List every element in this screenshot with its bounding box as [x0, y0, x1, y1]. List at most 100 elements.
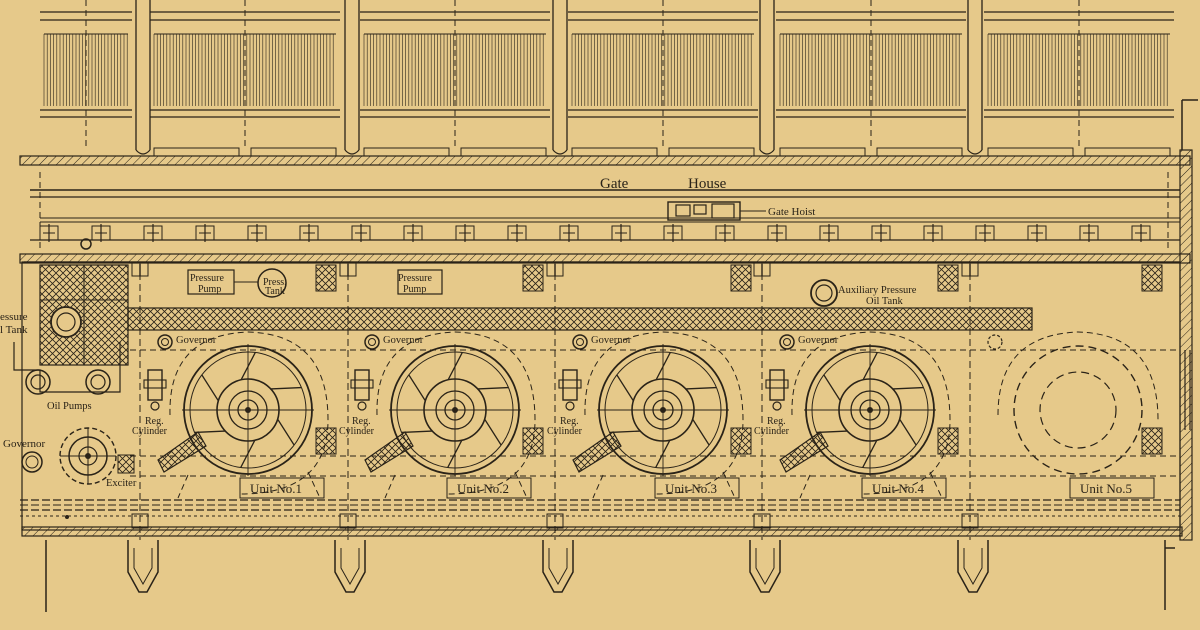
bay-pier [552, 0, 568, 155]
gate-guide [871, 224, 891, 242]
exciter [21, 427, 135, 485]
governor-label: Governor [176, 335, 217, 346]
press-tank-label-1: Press. [263, 277, 287, 288]
foundation-pier [127, 540, 159, 593]
left-pressure-tank [50, 306, 82, 338]
unit-label: Unit No.5 [1080, 481, 1132, 496]
draft-tube [799, 471, 943, 499]
gate-guide [559, 224, 579, 242]
foundation-piers [127, 540, 989, 593]
press-tank [234, 268, 287, 298]
unit-label: Unit No.3 [665, 481, 717, 496]
intake-bay [984, 0, 1174, 157]
spoke [477, 386, 509, 390]
pier-block-top [937, 264, 959, 292]
regulating-cylinder [562, 369, 578, 401]
spoke [401, 430, 433, 434]
scroll-case [791, 331, 951, 495]
governor-label: Governor [798, 335, 839, 346]
pressure-pump-a-label-1: Pressure [190, 273, 224, 284]
intake-bay [40, 0, 132, 150]
spoke [685, 386, 717, 390]
pier-block [730, 427, 752, 455]
spoke [609, 430, 641, 434]
floor-frame [20, 99, 1198, 612]
future-generator-housing [1013, 345, 1143, 475]
regulating-cylinder [354, 369, 370, 401]
draft-tube [177, 471, 321, 499]
unit-label-box [1069, 477, 1155, 499]
gate-house [19, 149, 1193, 541]
gate-guide [1131, 224, 1151, 242]
governor-label: Governor [591, 335, 632, 346]
gate-guide [247, 224, 267, 242]
oil-pumps [13, 342, 121, 395]
foundation-pier [749, 540, 781, 593]
scroll-case [169, 331, 329, 495]
unit-label-box [654, 477, 740, 499]
left-tank-label-2: l Tank [0, 324, 28, 336]
reg-label: Reg. [767, 416, 786, 427]
governor-icon [779, 334, 795, 350]
gate-guide [143, 224, 163, 242]
scroll-case [376, 331, 536, 495]
draft-tube [384, 471, 528, 499]
regulating-cylinder [147, 369, 163, 401]
intake-bays [40, 0, 1174, 157]
intake-bay [568, 0, 758, 157]
gate-guide [507, 224, 527, 242]
draft-tube [592, 471, 736, 499]
gate-guide [715, 224, 735, 242]
reg-label: Reg. [352, 416, 371, 427]
spoke [692, 418, 710, 446]
spoke [892, 386, 924, 390]
cylinder-label: Cylinder [547, 426, 583, 437]
bay-pier [344, 0, 360, 155]
penstock-inlet [157, 431, 207, 473]
pier-block [937, 427, 959, 455]
intake-bay [150, 0, 340, 157]
gate-hoist-label: Gate Hoist [768, 206, 815, 218]
gate-label: Gate [600, 176, 629, 192]
unit-label: Unit No.2 [457, 481, 509, 496]
unit-label-box [446, 477, 532, 499]
pier-block-top [315, 264, 337, 292]
cylinder-label: Cylinder [339, 426, 375, 437]
spoke [201, 374, 219, 402]
gate-guide [767, 224, 787, 242]
pier-block-top [1141, 264, 1163, 292]
pier-block-top [730, 264, 752, 292]
spoke [408, 374, 426, 402]
governor-label: Governor [383, 335, 424, 346]
unit-label: Unit No.4 [872, 481, 925, 496]
penstock-inlet [779, 431, 829, 473]
aux-tank-label-2: Oil Tank [866, 296, 903, 307]
gate-guides [39, 224, 1151, 242]
gate-guide [663, 224, 683, 242]
unit-label-box [861, 477, 947, 499]
gate-guide [819, 224, 839, 242]
exciter-label: Exciter [106, 478, 137, 489]
intake-bay [360, 0, 550, 157]
gate-guide [1079, 224, 1099, 242]
pier-block-top [522, 264, 544, 292]
spoke [194, 430, 226, 434]
bay-pier [135, 0, 151, 155]
pressure-pump-b-label-2: Pump [403, 284, 426, 295]
governor-icon [157, 334, 173, 350]
governor-icon [364, 334, 380, 350]
left-governor-label: Governor [3, 438, 45, 450]
gate-guide [299, 224, 319, 242]
bay-pier [967, 0, 983, 155]
left-tank-label-1: essure [0, 311, 28, 323]
spoke [816, 430, 848, 434]
reg-label: Reg. [145, 416, 164, 427]
column-line [339, 261, 357, 540]
column-line [961, 261, 979, 540]
column-line [546, 261, 564, 540]
